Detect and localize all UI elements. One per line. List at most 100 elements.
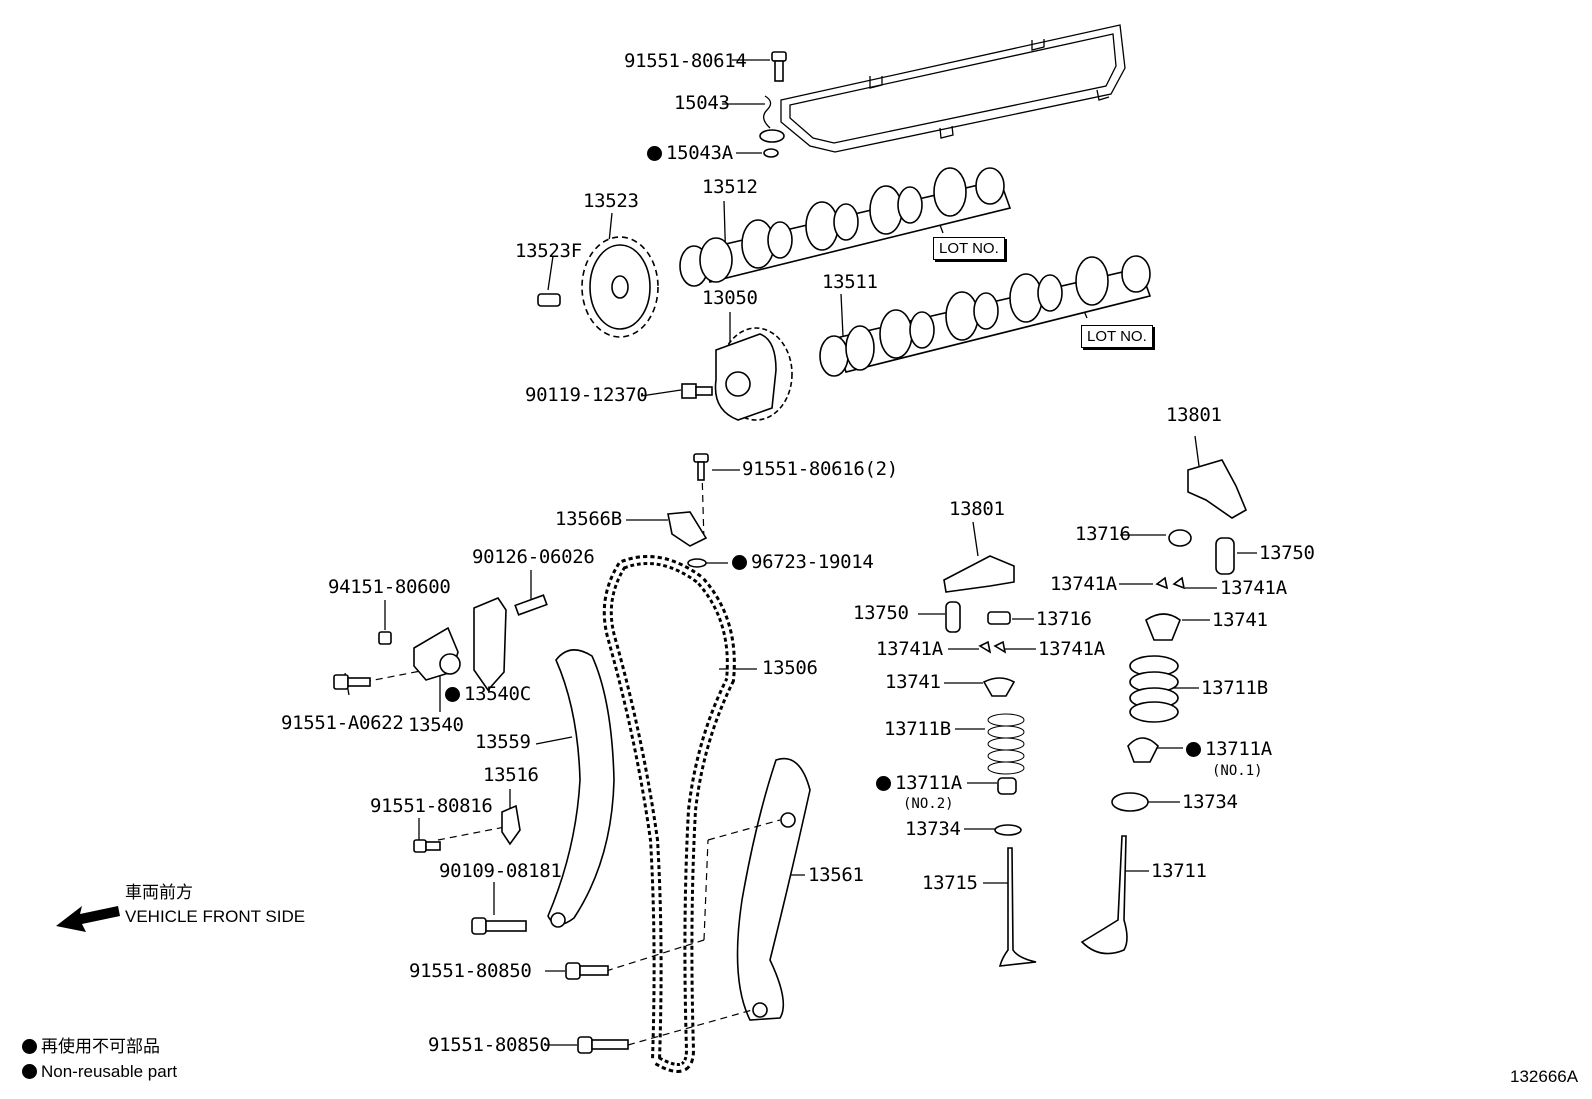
- seal-13711A-right: [1127, 737, 1159, 763]
- label-90109-08181: 90109-08181: [439, 860, 562, 882]
- note-no2: (NO.2): [903, 796, 954, 812]
- label-13559: 13559: [475, 731, 531, 753]
- label-13741A-left-1: 13741A: [876, 638, 943, 660]
- bolt-90119-12370: [681, 383, 713, 399]
- bolt-91551-80616: [693, 453, 709, 481]
- label-91551-80616: 91551-80616(2): [742, 458, 898, 480]
- bolt-91551-80850-a: [565, 962, 609, 980]
- label-13561: 13561: [808, 864, 864, 886]
- rocker-arm-13801-left: [943, 555, 1015, 593]
- rocker-arm-13801-right: [1187, 459, 1248, 519]
- guide-13566B: [667, 511, 708, 547]
- label-91551-80614: 91551-80614: [624, 50, 747, 72]
- label-15043A: 15043A: [647, 144, 733, 163]
- label-13540: 13540: [408, 714, 464, 736]
- lash-adjuster-13750-left: [945, 601, 961, 633]
- lot-no-box-2: LOT NO.: [1081, 325, 1153, 348]
- label-91551-A0622: 91551-A0622: [281, 712, 404, 734]
- damper-13561: [736, 757, 811, 1021]
- bolt-91551-80816: [413, 839, 441, 853]
- bolt-91551-A0622: [333, 674, 371, 690]
- label-13523: 13523: [583, 190, 639, 212]
- note-no1: (NO.1): [1212, 763, 1263, 779]
- label-13741-right: 13741: [1212, 609, 1268, 631]
- keeper-13741A-right-b: [1172, 576, 1186, 590]
- lash-cap-13716-left: [987, 611, 1011, 625]
- non-reusable-dot-icon: [876, 776, 891, 791]
- spring-13711B-left: [987, 713, 1025, 775]
- nut-94151-80600: [378, 631, 392, 645]
- label-13716-left: 13716: [1036, 608, 1092, 630]
- label-91551-80816: 91551-80816: [370, 795, 493, 817]
- label-13050: 13050: [702, 287, 758, 309]
- label-13711B-right: 13711B: [1201, 677, 1268, 699]
- timing-chain-13506: [602, 555, 736, 1073]
- label-13506: 13506: [762, 657, 818, 679]
- label-90119-12370: 90119-12370: [525, 384, 648, 406]
- keeper-13741A-right-a: [1155, 576, 1169, 590]
- label-13711A-left: 13711A: [876, 774, 962, 793]
- sprocket-13523: [581, 236, 659, 338]
- gasket-13540C: [473, 597, 507, 692]
- spring-13711B-right: [1129, 655, 1179, 723]
- lash-adjuster-13750-right: [1215, 537, 1235, 575]
- non-reusable-dot-icon: [22, 1039, 37, 1054]
- non-reusable-dot-icon: [1186, 742, 1201, 757]
- label-13741A-left-2: 13741A: [1038, 638, 1105, 660]
- non-reusable-dot-icon: [647, 146, 662, 161]
- bolt-91551-80850-b: [577, 1036, 629, 1054]
- bolt-90109-08181: [471, 917, 527, 935]
- retainer-13741-right: [1145, 613, 1181, 641]
- non-reusable-dot-icon: [22, 1064, 37, 1079]
- label-13523F: 13523F: [515, 240, 582, 262]
- label-13716-right: 13716: [1075, 523, 1131, 545]
- label-13741-left: 13741: [885, 671, 941, 693]
- label-13750-right: 13750: [1259, 542, 1315, 564]
- timing-chain-inner: [605, 558, 733, 1070]
- plate-13516: [501, 804, 521, 846]
- gasket-15043: [759, 24, 1126, 153]
- label-13511: 13511: [822, 271, 878, 293]
- valve-13715: [998, 847, 1037, 967]
- label-13516: 13516: [483, 764, 539, 786]
- label-15043: 15043: [674, 92, 730, 114]
- label-13512: 13512: [702, 176, 758, 198]
- vehicle-front-jp: 車両前方: [125, 883, 193, 902]
- valve-13711: [1080, 835, 1128, 955]
- label-13715: 13715: [922, 872, 978, 894]
- lot-no-box-1: LOT NO.: [933, 237, 1005, 260]
- legend-row-en: Non-reusable part: [22, 1063, 177, 1080]
- label-13734-right: 13734: [1182, 791, 1238, 813]
- non-reusable-dot-icon: [445, 687, 460, 702]
- stud-90126-06026: [514, 594, 548, 616]
- washer-13734-right: [1111, 792, 1149, 812]
- legend-row-jp: 再使用不可部品: [22, 1038, 177, 1055]
- washer-13734-left: [994, 824, 1022, 836]
- label-13711: 13711: [1151, 860, 1207, 882]
- o-ring-15043A: [763, 148, 779, 158]
- bolt-13523F: [537, 293, 561, 307]
- label-13711A-right: 13711A: [1186, 740, 1272, 759]
- label-13750-left: 13750: [853, 602, 909, 624]
- camshaft-13512: [679, 167, 1012, 287]
- seal-13711A-left: [997, 777, 1017, 795]
- label-13741A-right-2: 13741A: [1220, 577, 1287, 599]
- retainer-13741-left: [982, 677, 1016, 697]
- non-reusable-dot-icon: [732, 555, 747, 570]
- lash-cap-13716-right: [1168, 529, 1192, 547]
- vehicle-front-arrow-icon: [56, 906, 120, 932]
- tensioner-13540: [413, 626, 461, 681]
- label-91551-80850-b: 91551-80850: [428, 1034, 551, 1056]
- label-13741A-right-1: 13741A: [1050, 573, 1117, 595]
- gasket-96723-19014: [687, 558, 707, 568]
- keeper-13741A-left-b: [993, 640, 1007, 654]
- label-94151-80600: 94151-80600: [328, 576, 451, 598]
- bolt-91551-80614: [771, 51, 787, 82]
- label-90126-06026: 90126-06026: [472, 546, 595, 568]
- label-13801-right: 13801: [1166, 404, 1222, 426]
- legend: 再使用不可部品 Non-reusable part: [22, 1038, 177, 1080]
- label-96723-19014: 96723-19014: [732, 553, 874, 572]
- vehicle-front-en: VEHICLE FRONT SIDE: [125, 907, 306, 926]
- label-13540C: 13540C: [445, 685, 531, 704]
